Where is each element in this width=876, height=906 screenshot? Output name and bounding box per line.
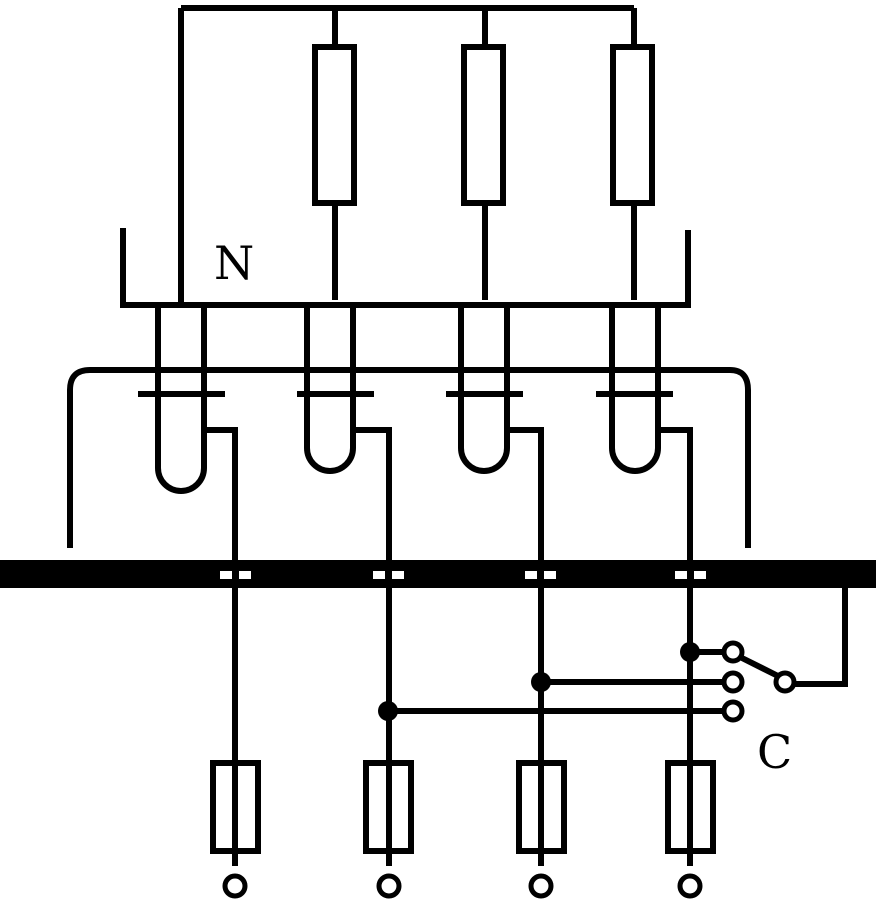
output-terminals bbox=[222, 873, 703, 899]
busbar-terminals bbox=[218, 569, 708, 581]
top-wiring bbox=[178, 5, 637, 305]
coil-2 bbox=[304, 305, 356, 474]
fuse-2 bbox=[363, 760, 414, 854]
fuse-4 bbox=[665, 760, 716, 854]
switch-contacts bbox=[721, 640, 797, 723]
switch-return bbox=[788, 588, 848, 687]
load-resistor-2 bbox=[461, 44, 506, 206]
label-n: N bbox=[214, 236, 254, 290]
junction-dots bbox=[378, 642, 700, 721]
coil-3 bbox=[458, 305, 510, 474]
load-resistor-1 bbox=[312, 44, 357, 206]
fuse-3 bbox=[516, 760, 567, 854]
switch-wiring bbox=[388, 649, 784, 714]
lower-frame bbox=[67, 367, 751, 548]
busbar bbox=[0, 560, 876, 588]
label-c: C bbox=[757, 725, 792, 779]
fuse-1 bbox=[210, 760, 261, 854]
upper-frame bbox=[120, 228, 691, 308]
coil-4 bbox=[609, 305, 661, 474]
coil-tails bbox=[204, 427, 693, 866]
load-resistor-3 bbox=[610, 44, 655, 206]
coil-1 bbox=[155, 305, 207, 494]
